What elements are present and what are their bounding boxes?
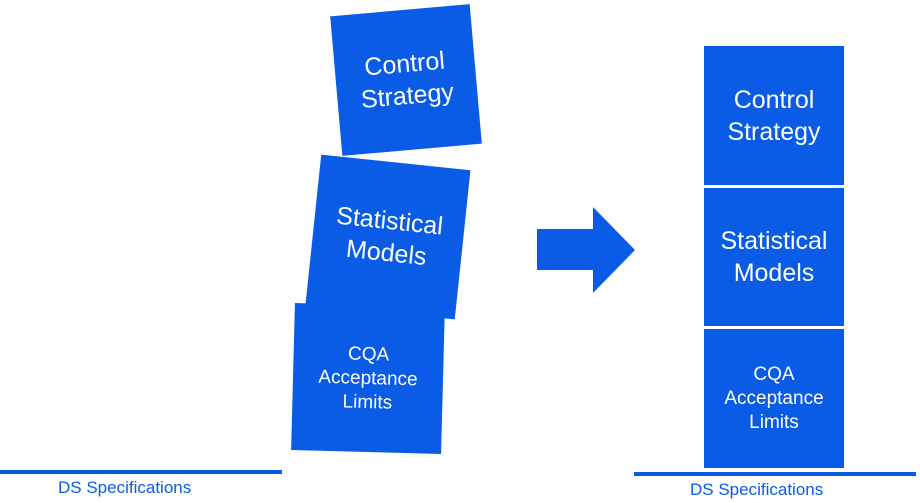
after-block-statistical-models: Statistical Models bbox=[704, 188, 844, 326]
right-arrow-icon bbox=[537, 207, 635, 293]
before-block-control-strategy: Control Strategy bbox=[330, 4, 482, 156]
before-base-line bbox=[0, 470, 282, 474]
after-base-label: DS Specifications bbox=[690, 480, 824, 499]
before-block-statistical-models: Statistical Models bbox=[305, 154, 471, 320]
after-block-control-strategy: Control Strategy bbox=[704, 46, 844, 185]
before-block-cqa-acceptance-limits: CQA Acceptance Limits bbox=[291, 303, 445, 454]
after-block-cqa-acceptance-limits: CQA Acceptance Limits bbox=[704, 329, 844, 468]
before-base-label: DS Specifications bbox=[58, 478, 192, 497]
after-base-line bbox=[634, 472, 916, 476]
